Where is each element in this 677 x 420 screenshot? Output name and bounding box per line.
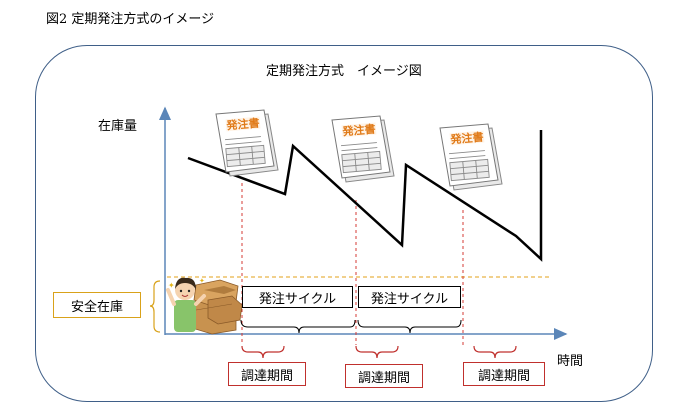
figure-caption: 図2 定期発注方式のイメージ	[46, 12, 215, 27]
lead-time-brace	[473, 345, 517, 359]
lead-time-brace	[241, 345, 285, 359]
worker-with-boxes-icon: ✦ ✦	[166, 277, 243, 335]
order-markers	[241, 183, 464, 345]
order-cycle-brace	[357, 319, 462, 334]
lead-time-brace	[355, 345, 399, 359]
order-cycle-label: 発注サイクル	[358, 286, 461, 308]
lead-time-label: 調達期間	[463, 362, 545, 386]
order-cycle-brace	[240, 319, 356, 334]
safety-stock-brace	[149, 280, 161, 333]
lead-time-label: 調達期間	[228, 362, 306, 386]
inventory-line	[187, 130, 543, 262]
order-sheet-icon	[215, 109, 279, 177]
diagram-frame	[35, 45, 653, 402]
diagram-title: 定期発注方式 イメージ図	[266, 64, 422, 79]
order-sheet-icon	[439, 123, 503, 191]
lead-time-label: 調達期間	[345, 364, 423, 388]
order-cycle-label: 発注サイクル	[242, 286, 353, 308]
safety-stock-label: 安全在庫	[53, 292, 141, 318]
x-axis-label: 時間	[557, 354, 584, 369]
order-sheet-icon	[331, 115, 395, 183]
svg-text:✦: ✦	[168, 281, 175, 290]
svg-text:✦: ✦	[199, 277, 205, 285]
y-axis-label: 在庫量	[98, 119, 138, 134]
